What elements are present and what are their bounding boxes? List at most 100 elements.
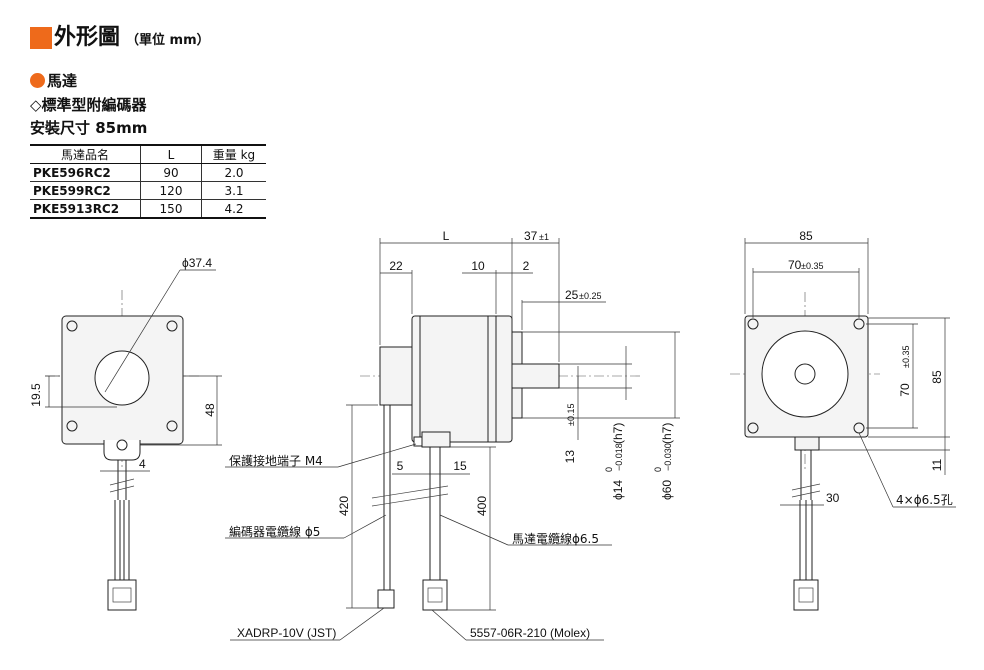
- leader-line: [104, 269, 181, 393]
- header-square-icon: [30, 27, 52, 49]
- dim-420: 420: [337, 496, 351, 516]
- break-mark: [109, 485, 135, 493]
- dim-85-width: 85: [799, 229, 813, 243]
- break-mark: [371, 493, 449, 507]
- ground-terminal-label: 保護接地端子 M4: [229, 453, 323, 468]
- cell-model: PKE5913RC2: [30, 199, 141, 219]
- section-heading: 馬達: [30, 72, 77, 90]
- connector-latch: [112, 587, 132, 603]
- dim-70-pitch: 70: [788, 258, 802, 272]
- leader-line: [431, 609, 467, 641]
- cell-l: 90: [140, 163, 202, 182]
- mount-hole: [747, 422, 759, 434]
- shaft: [511, 363, 560, 389]
- front-connector: [107, 579, 137, 611]
- dim-70-vertical: 70: [898, 383, 912, 397]
- pilot-tol-lower: −0.030: [663, 443, 673, 471]
- tol-37: ±1: [539, 232, 549, 242]
- mount-hole: [66, 420, 78, 432]
- break-mark: [371, 485, 449, 499]
- page-title: 外形圖: [54, 25, 121, 50]
- motor-connector-label: 5557-06R-210 (Molex): [470, 626, 590, 640]
- holes-label: 4×ϕ6.5孔: [896, 493, 953, 507]
- leader-line: [858, 432, 894, 508]
- encoder-cover: [379, 346, 413, 406]
- page-header: 外形圖 （單位 mm）: [30, 27, 210, 49]
- dim-2: 2: [523, 259, 530, 273]
- dim-30: 30: [826, 491, 840, 505]
- size-heading: 安裝尺寸 85mm: [30, 119, 148, 137]
- ground-terminal: [413, 436, 423, 447]
- break-mark: [109, 478, 135, 486]
- connector-latch: [798, 587, 814, 603]
- encoder-connector: [377, 589, 395, 609]
- subsection-heading: ◇標準型附編碼器: [30, 96, 147, 114]
- table-row: PKE599RC2 120 3.1: [30, 181, 266, 200]
- section-label: 馬達: [47, 72, 78, 90]
- front-bore: [94, 350, 150, 406]
- motor-body: [411, 315, 513, 443]
- leader-line: [337, 443, 417, 468]
- mount-hole: [747, 318, 759, 330]
- mount-hole: [166, 420, 178, 432]
- mount-hole: [66, 320, 78, 332]
- subsection-label: 標準型附編碼器: [41, 96, 147, 114]
- leader-line: [339, 607, 385, 641]
- rear-view: 85 70 ±0.35 70 ±0.35 85 11 30 4×ϕ6.5孔: [730, 229, 956, 611]
- dim-bore: ϕ37.4: [182, 256, 212, 270]
- dim-10: 10: [471, 259, 485, 273]
- dim-pilot-dia: ϕ60: [660, 480, 674, 500]
- encoder-cable-label: 編碼器電纜線 ϕ5: [229, 524, 320, 539]
- rear-shaft-circle: [794, 363, 816, 385]
- shaft-tol-upper: 0: [604, 467, 614, 472]
- dim-400: 400: [475, 496, 489, 516]
- mount-hole: [166, 320, 178, 332]
- front-view: ϕ37.4 19.5 48 4: [29, 256, 222, 611]
- pilot-tol-upper: 0: [653, 467, 663, 472]
- cable-gland: [421, 431, 451, 448]
- shaft-tol-lower: −0.018: [614, 443, 624, 471]
- cell-model: PKE599RC2: [30, 181, 141, 200]
- motor-connector: [422, 579, 448, 611]
- dim-25: 25: [565, 288, 579, 302]
- cell-model: PKE596RC2: [30, 163, 141, 182]
- cable-gland: [794, 436, 820, 451]
- dim-22: 22: [389, 259, 403, 273]
- bullet-dot-icon: [30, 73, 45, 88]
- cell-l: 150: [140, 199, 202, 219]
- cell-weight: 4.2: [201, 199, 266, 219]
- dim-48: 48: [203, 403, 217, 417]
- dim-15: 15: [453, 459, 467, 473]
- shaft-fit: (h7): [611, 423, 625, 444]
- tol-25: ±0.25: [579, 291, 601, 301]
- encoder-connector-label: XADRP-10V (JST): [237, 626, 336, 640]
- dim-offset: 19.5: [29, 383, 43, 407]
- side-view: L 37 ±1 22 10 2 25 ±0.25 13 ±0.15 ϕ14 0 …: [225, 229, 680, 641]
- motor-cable-label: 馬達電纜線ϕ6.5: [512, 531, 599, 546]
- spec-table: 馬達品名 L 重量 kg PKE596RC2 90 2.0 PKE599RC2 …: [30, 144, 266, 219]
- unit-label: （單位 mm）: [126, 33, 210, 48]
- tol-70-vertical: ±0.35: [901, 346, 911, 368]
- dim-L: L: [443, 229, 450, 243]
- tol-70-pitch: ±0.35: [801, 261, 823, 271]
- leader-line: [343, 514, 387, 539]
- dim-11: 11: [930, 458, 944, 471]
- dim-shaft-dia: ϕ14: [611, 480, 625, 500]
- dim-4: 4: [139, 457, 146, 471]
- break-mark: [791, 483, 821, 491]
- table-row: PKE596RC2 90 2.0: [30, 163, 266, 182]
- cell-weight: 3.1: [201, 181, 266, 200]
- tol-13: ±0.15: [566, 404, 576, 426]
- dim-13: 13: [563, 450, 577, 464]
- pilot-fit: (h7): [660, 423, 674, 444]
- dim-5: 5: [397, 459, 404, 473]
- break-mark: [791, 490, 821, 498]
- outlet-hole: [116, 439, 128, 451]
- leader-line: [439, 514, 509, 546]
- rear-connector: [793, 579, 819, 611]
- dim-85-height: 85: [930, 370, 944, 384]
- connector-latch: [427, 587, 443, 603]
- diamond-outline-icon: ◇: [30, 96, 42, 114]
- table-row: PKE5913RC2 150 4.2: [30, 199, 266, 219]
